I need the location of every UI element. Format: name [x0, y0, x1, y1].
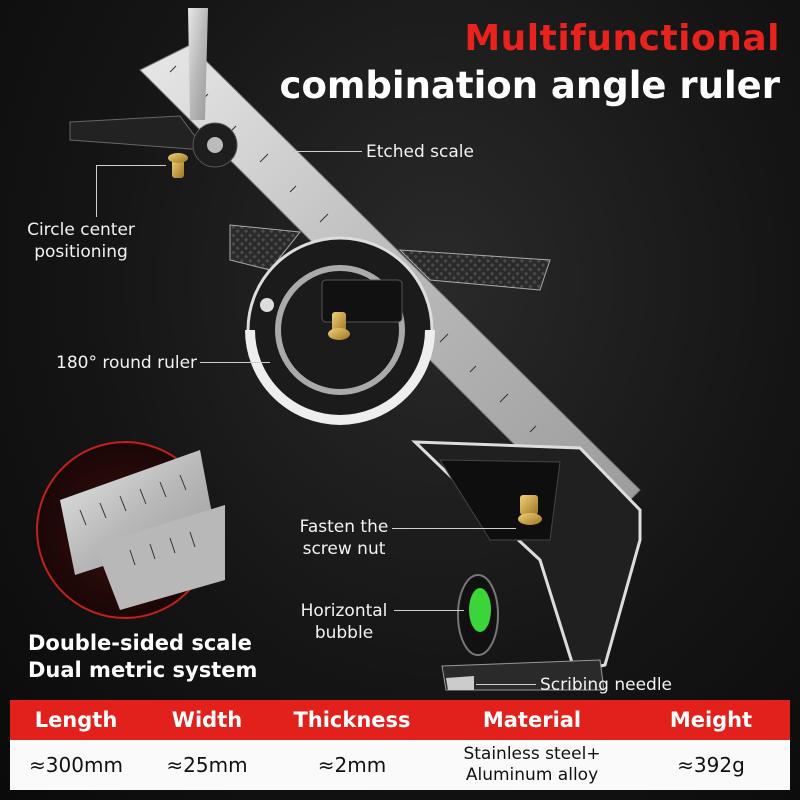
spec-value-length: ≈300mm: [29, 753, 123, 777]
spec-value-material-line1: Stainless steel+: [463, 744, 601, 764]
callout-fasten-line2: screw nut: [302, 539, 386, 559]
spec-header-weight: Meight: [669, 708, 753, 732]
spec-table-header: Length Width Thickness Material Meight: [10, 700, 790, 740]
center-head: [69, 8, 238, 178]
feature-line2: Dual metric system: [28, 658, 258, 682]
callout-round-ruler: 180° round ruler: [56, 353, 198, 373]
zoom-circle: [36, 441, 225, 619]
spec-value-material-line2: Aluminum alloy: [465, 765, 599, 785]
leader-line: [392, 528, 516, 529]
leader-line: [476, 684, 536, 685]
leader-line: [296, 151, 362, 152]
spec-header-thickness: Thickness: [293, 708, 411, 732]
spec-header-material: Material: [482, 708, 582, 732]
callout-bubble-line2: bubble: [314, 623, 374, 643]
spec-value-weight: ≈392g: [677, 753, 745, 777]
spec-table-values: ≈300mm ≈25mm ≈2mm Stainless steel+ Alumi…: [10, 740, 790, 790]
protractor-head: [229, 224, 551, 425]
leader-line: [200, 362, 270, 363]
callout-bubble: Horizontal bubble: [296, 600, 392, 644]
feature-line1: Double-sided scale: [28, 631, 252, 655]
callout-bubble-line1: Horizontal: [300, 601, 388, 621]
spec-value-width: ≈25mm: [166, 753, 248, 777]
headline-primary: Multifunctional: [464, 18, 780, 59]
leader-line: [394, 610, 464, 611]
spec-value-thickness: ≈2mm: [317, 753, 387, 777]
callout-circle-center-line2: positioning: [34, 242, 128, 262]
callout-circle-center-line1: Circle center: [27, 220, 135, 240]
callout-etched-scale: Etched scale: [366, 142, 474, 162]
spec-header-width: Width: [171, 708, 243, 732]
callout-fasten: Fasten the screw nut: [296, 516, 392, 560]
square-head: [411, 440, 642, 691]
feature-text: Double-sided scale Dual metric system: [28, 630, 257, 684]
leader-line: [96, 165, 166, 166]
leader-line: [96, 165, 97, 217]
callout-circle-center: Circle center positioning: [22, 219, 140, 263]
callout-scribing-needle: Scribing needle: [540, 675, 672, 695]
spec-value-material: Stainless steel+ Aluminum alloy: [432, 744, 632, 786]
headline-secondary: combination angle ruler: [279, 64, 780, 107]
callout-fasten-line1: Fasten the: [299, 517, 389, 537]
spec-header-length: Length: [34, 708, 118, 732]
